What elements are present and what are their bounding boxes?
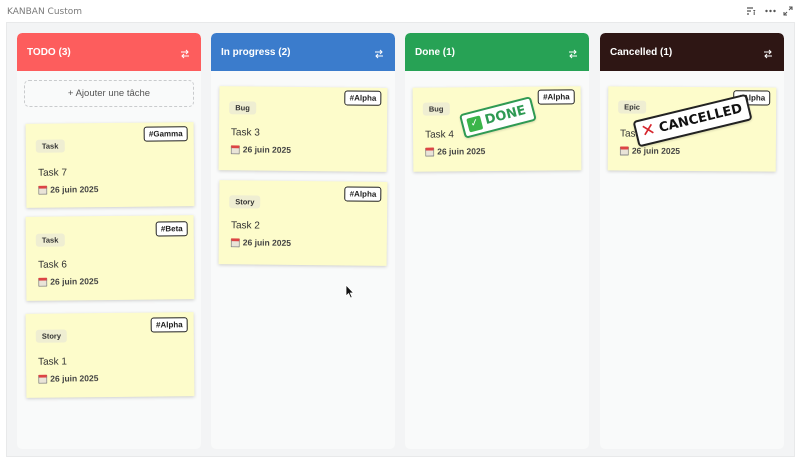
cancelled-stamp: ✕ CANCELLED bbox=[632, 93, 753, 148]
card-date: 26 juin 2025 bbox=[38, 373, 98, 384]
column-done: Done (1) Bug #Alpha Task 4 26 juin 2025 … bbox=[405, 33, 589, 449]
calendar-icon bbox=[425, 147, 435, 157]
title-bar: KANBAN Custom bbox=[0, 0, 800, 22]
calendar-icon bbox=[230, 237, 240, 247]
column-in-progress: In progress (2) Bug #Alpha Task 3 26 jui… bbox=[211, 33, 395, 449]
stamp-label: DONE bbox=[483, 103, 528, 128]
card-title: Task 2 bbox=[230, 220, 260, 232]
column-header-todo[interactable]: TODO (3) bbox=[17, 33, 201, 71]
task-card[interactable]: Task #Beta Task 6 26 juin 2025 bbox=[25, 215, 195, 301]
cross-icon: ✕ bbox=[639, 119, 658, 143]
card-tag: #Alpha bbox=[344, 186, 382, 202]
card-date-text: 26 juin 2025 bbox=[631, 145, 681, 156]
calendar-icon bbox=[38, 277, 48, 287]
calendar-icon bbox=[230, 144, 240, 154]
card-date-text: 26 juin 2025 bbox=[50, 184, 99, 195]
card-tag: #Alpha bbox=[344, 90, 382, 106]
column-title: Cancelled (1) bbox=[610, 46, 673, 58]
card-tag: #Gamma bbox=[143, 126, 188, 142]
column-cancelled: Cancelled (1) Epic #Alpha Tas 26 juin 20… bbox=[600, 33, 784, 449]
task-card[interactable]: Story #Alpha Task 1 26 juin 2025 bbox=[25, 312, 195, 398]
kanban-board: TODO (3) + Ajouter une tâche Task #Gamma… bbox=[6, 22, 795, 457]
card-date-text: 26 juin 2025 bbox=[242, 237, 292, 248]
card-type-badge: Task bbox=[35, 139, 65, 153]
check-icon: ✓ bbox=[466, 114, 484, 132]
card-date: 26 juin 2025 bbox=[619, 145, 681, 156]
card-type-badge: Story bbox=[35, 329, 68, 343]
card-title: Task 4 bbox=[425, 129, 455, 141]
column-header-cancelled[interactable]: Cancelled (1) bbox=[600, 33, 784, 71]
card-tag: #Beta bbox=[155, 221, 188, 237]
swap-icon[interactable] bbox=[180, 46, 190, 59]
expand-icon[interactable] bbox=[781, 4, 795, 18]
add-task-button[interactable]: + Ajouter une tâche bbox=[24, 80, 194, 107]
card-date: 26 juin 2025 bbox=[38, 276, 98, 287]
card-date-text: 26 juin 2025 bbox=[50, 373, 99, 384]
calendar-icon bbox=[38, 374, 48, 384]
card-title: Task 1 bbox=[38, 356, 68, 368]
task-card[interactable]: Task #Gamma Task 7 26 juin 2025 bbox=[25, 122, 195, 208]
swap-icon[interactable] bbox=[763, 46, 773, 59]
task-card[interactable]: Bug #Alpha Task 3 26 juin 2025 bbox=[218, 86, 388, 172]
card-type-badge: Story bbox=[229, 195, 261, 209]
card-type-badge: Bug bbox=[422, 102, 450, 116]
task-card[interactable]: Epic #Alpha Tas 26 juin 2025 ✕ CANCELLED bbox=[607, 86, 777, 172]
column-todo: TODO (3) + Ajouter une tâche Task #Gamma… bbox=[17, 33, 201, 449]
stamp-label: CANCELLED bbox=[657, 101, 744, 136]
done-stamp: ✓ DONE bbox=[458, 96, 537, 139]
swap-icon[interactable] bbox=[568, 46, 578, 59]
column-header-in-progress[interactable]: In progress (2) bbox=[211, 33, 395, 71]
card-type-badge: Task bbox=[35, 233, 65, 247]
card-date: 26 juin 2025 bbox=[230, 144, 292, 155]
card-title: Task 3 bbox=[230, 127, 260, 139]
card-type-badge: Bug bbox=[229, 101, 256, 115]
card-title: Task 6 bbox=[38, 259, 68, 271]
card-date-text: 26 juin 2025 bbox=[437, 146, 486, 157]
swap-icon[interactable] bbox=[374, 46, 384, 59]
column-header-done[interactable]: Done (1) bbox=[405, 33, 589, 71]
more-icon[interactable] bbox=[763, 4, 777, 18]
app-title: KANBAN Custom bbox=[7, 7, 83, 17]
task-card[interactable]: Bug #Alpha Task 4 26 juin 2025 ✓ DONE bbox=[412, 86, 582, 172]
card-tag: #Alpha bbox=[537, 89, 575, 105]
calendar-icon bbox=[38, 185, 48, 195]
card-date: 26 juin 2025 bbox=[230, 237, 292, 248]
column-title: TODO (3) bbox=[27, 46, 71, 58]
card-date-text: 26 juin 2025 bbox=[50, 276, 99, 287]
card-title: Task 7 bbox=[38, 167, 68, 179]
calendar-icon bbox=[619, 145, 629, 156]
card-date: 26 juin 2025 bbox=[425, 146, 485, 157]
card-tag: #Alpha bbox=[150, 317, 188, 333]
column-title: Done (1) bbox=[415, 46, 455, 58]
card-date: 26 juin 2025 bbox=[38, 184, 99, 195]
card-type-badge: Epic bbox=[618, 100, 647, 114]
filter-icon[interactable] bbox=[744, 4, 758, 18]
mouse-cursor-icon bbox=[345, 284, 355, 299]
column-title: In progress (2) bbox=[221, 46, 291, 58]
task-card[interactable]: Story #Alpha Task 2 26 juin 2025 bbox=[218, 180, 388, 266]
card-title: Tas bbox=[619, 128, 636, 140]
card-date-text: 26 juin 2025 bbox=[242, 144, 292, 155]
